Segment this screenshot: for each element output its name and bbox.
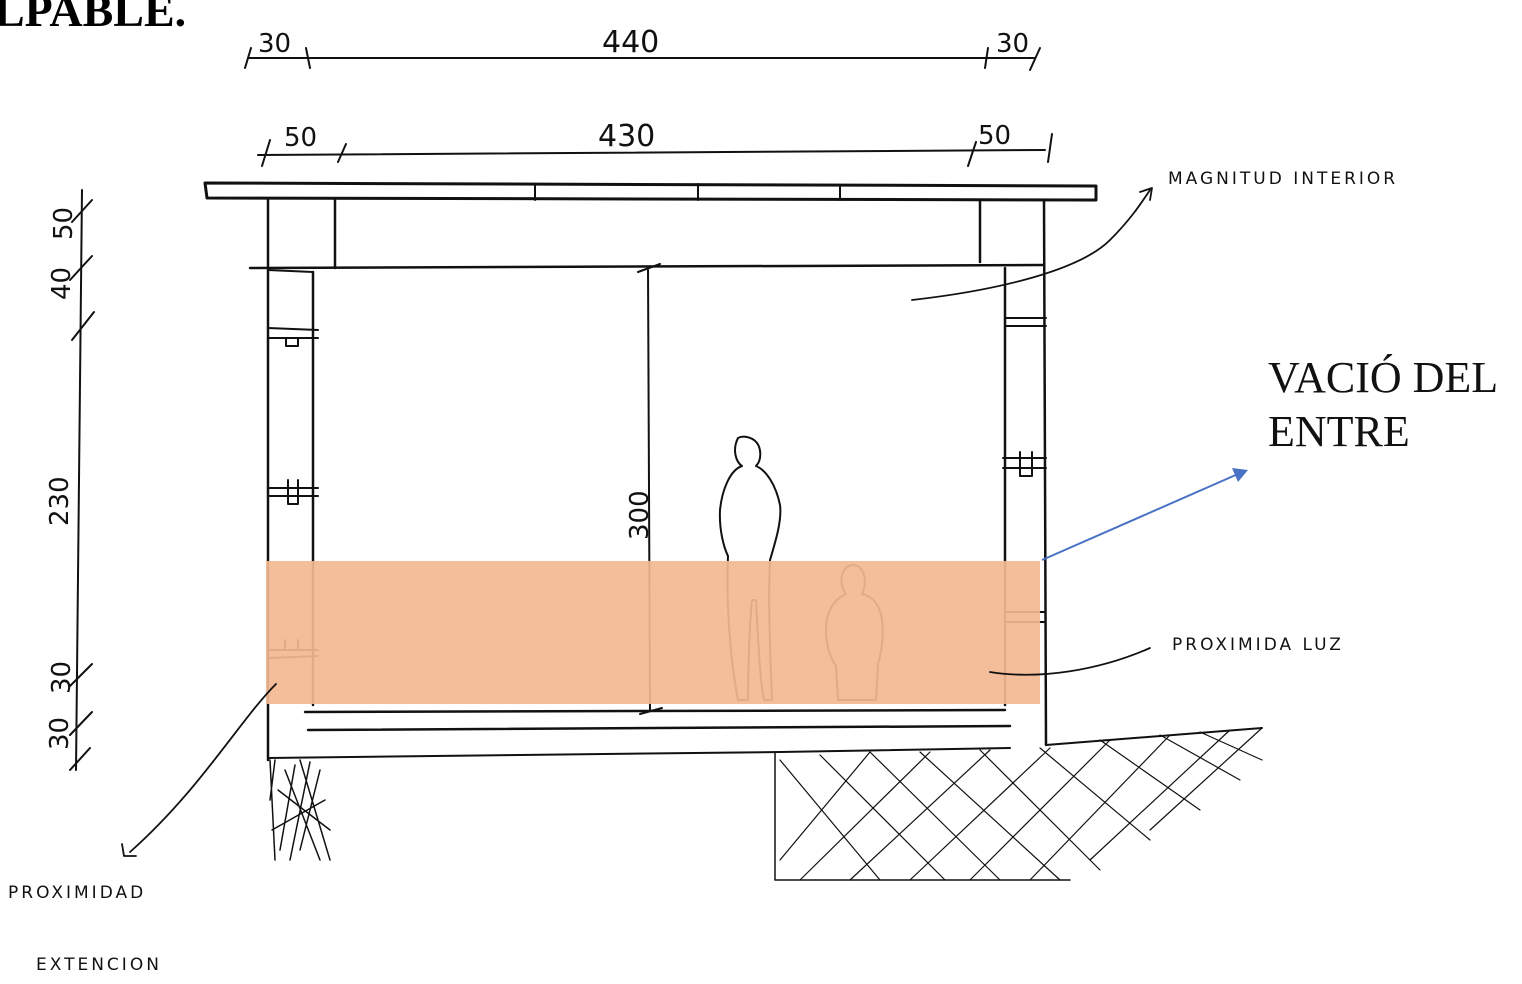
floor-slab <box>267 708 1263 759</box>
label-vacio-line1: VACIÓ DEL <box>1268 353 1498 402</box>
label-extencion: EXTENCION <box>36 955 162 975</box>
label-magnitud-interior: MAGNITUD INTERIOR <box>1168 169 1398 189</box>
dim-top-left-30: 30 <box>258 29 291 59</box>
dim-440: 440 <box>602 25 659 60</box>
leader-proximidad <box>129 683 277 853</box>
label-vacio-line2: ENTRE <box>1268 407 1410 456</box>
ceiling-line <box>248 263 1046 270</box>
left-dimension-line <box>69 189 95 771</box>
dim-mid-left-50: 50 <box>284 123 317 153</box>
ground-hatch-right <box>774 727 1263 881</box>
dim-side-50: 50 <box>49 207 79 240</box>
highlight-band <box>266 561 1040 704</box>
dim-side-230: 230 <box>45 476 75 526</box>
dim-300: 300 <box>625 490 655 540</box>
label-proximida-luz: PROXIMIDA LUZ <box>1172 635 1344 655</box>
dim-side-30a: 30 <box>47 661 77 694</box>
title-text: LPABLE. <box>0 0 186 36</box>
ground-hatch-left <box>269 759 331 861</box>
blue-arrow-line <box>1041 473 1239 561</box>
dim-side-40: 40 <box>47 267 77 300</box>
dim-side-30b: 30 <box>45 717 75 750</box>
dim-mid-right-50: 50 <box>978 121 1011 151</box>
mid-dimension-line <box>257 133 1053 167</box>
leader-magnitud <box>911 189 1151 301</box>
dim-top-right-30: 30 <box>996 29 1029 59</box>
leader-magnitud-arrowhead <box>1139 187 1153 201</box>
label-proximidad: PROXIMIDAD <box>8 883 146 903</box>
top-dimension-line <box>244 47 1041 71</box>
roof-slab <box>203 181 1098 202</box>
leader-proximida-luz <box>989 647 1151 676</box>
leader-proximidad-arrowhead <box>121 843 137 857</box>
dim-430: 430 <box>598 119 655 154</box>
blue-arrow-head <box>1232 468 1248 482</box>
